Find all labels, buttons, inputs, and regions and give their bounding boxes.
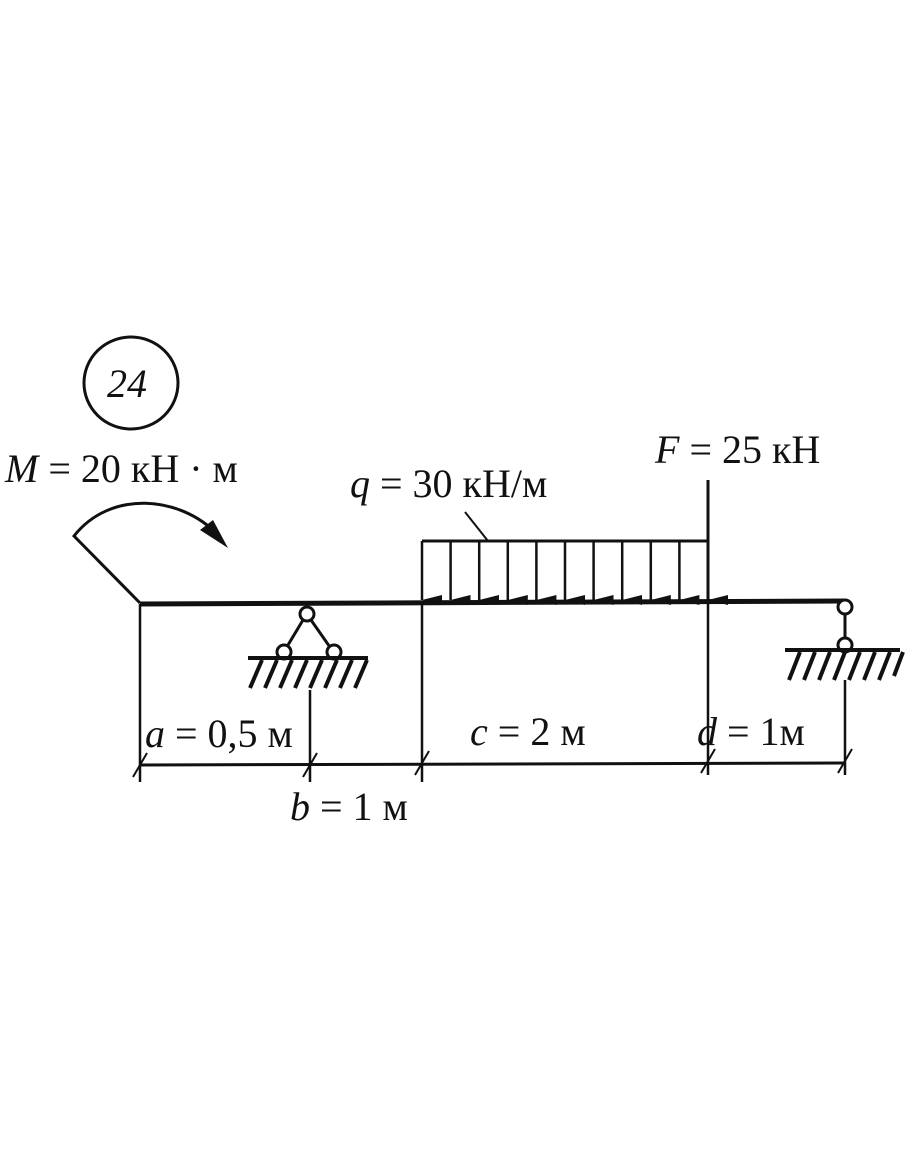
dim-d-label: d = 1м — [697, 709, 805, 754]
dimension-line — [132, 748, 853, 778]
distributed-load-label: q = 30 кН/м — [350, 461, 547, 506]
pin-support — [248, 605, 369, 689]
dim-a-label: a = 0,5 м — [145, 711, 293, 756]
dim-b-label: b = 1 м — [290, 784, 408, 829]
distributed-load-arrows — [420, 511, 708, 605]
problem-number: 24 — [107, 361, 147, 406]
beam — [139, 598, 846, 607]
force-label: F = 25 кН — [654, 427, 820, 472]
problem-number-circle — [82, 335, 180, 431]
moment-label: M = 20 кН · м — [4, 446, 238, 491]
dim-c-label: c = 2 м — [470, 709, 586, 754]
roller-support — [785, 598, 905, 681]
moment-arrow-icon — [72, 501, 228, 605]
